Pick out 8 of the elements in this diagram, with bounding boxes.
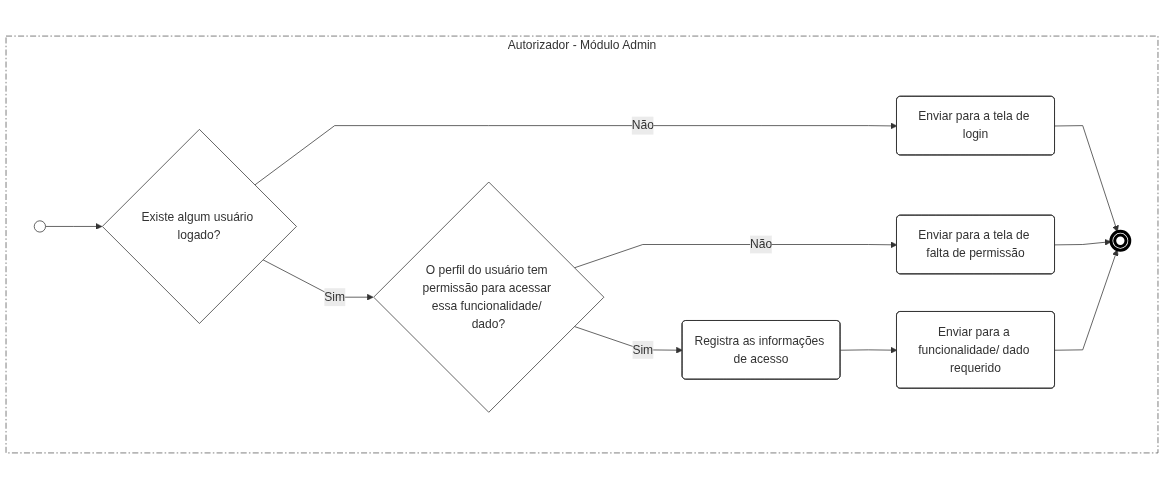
- edge-label: Sim: [632, 343, 654, 356]
- edge-label: Não: [631, 118, 654, 132]
- edge-label: Sim: [324, 290, 346, 304]
- node-diamond: Existe algum usuário logado?: [101, 129, 297, 324]
- node-circle: [1109, 229, 1132, 252]
- node-diamond: O perfil do usuário tem permissão para acessar essa funcionalidade/ dado?: [373, 181, 605, 413]
- node-circle: [33, 220, 46, 233]
- edge-label: Não: [750, 237, 773, 251]
